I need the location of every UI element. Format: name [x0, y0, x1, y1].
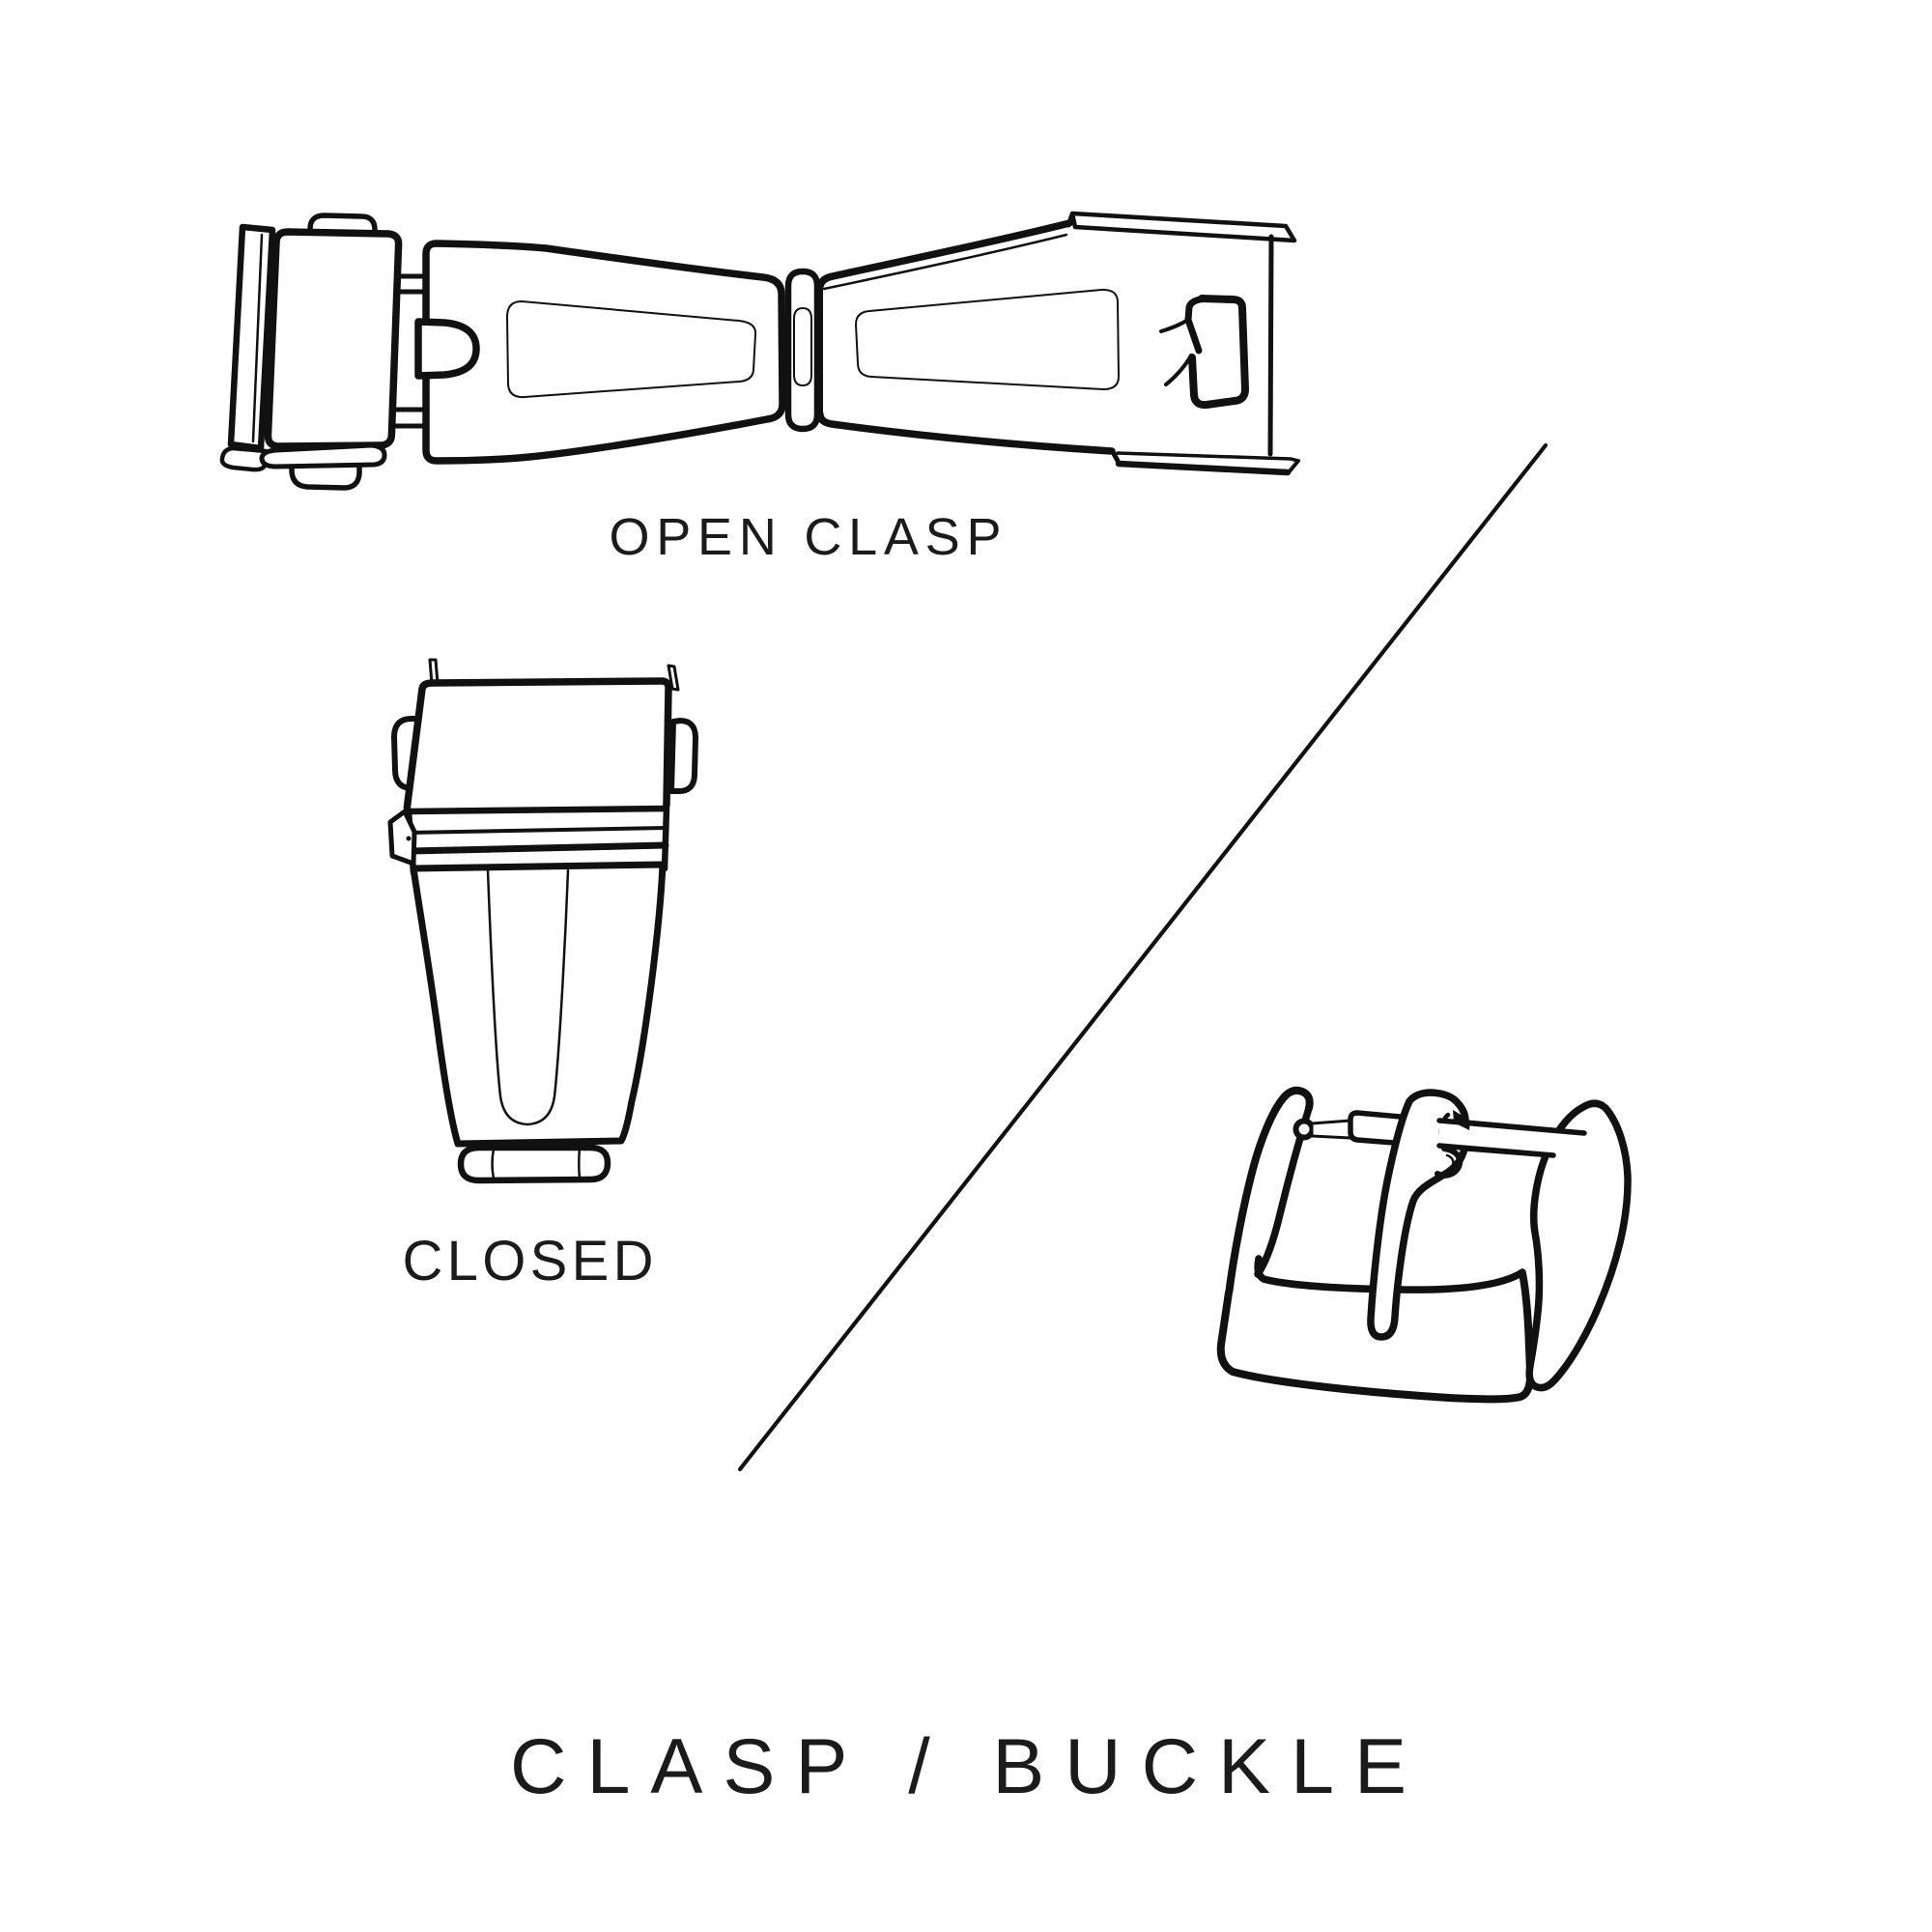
- svg-text:CLASP / BUCKLE: CLASP / BUCKLE: [510, 1723, 1434, 1810]
- svg-text:CLOSED: CLOSED: [403, 1230, 661, 1293]
- svg-text:OPEN CLASP: OPEN CLASP: [610, 508, 1010, 566]
